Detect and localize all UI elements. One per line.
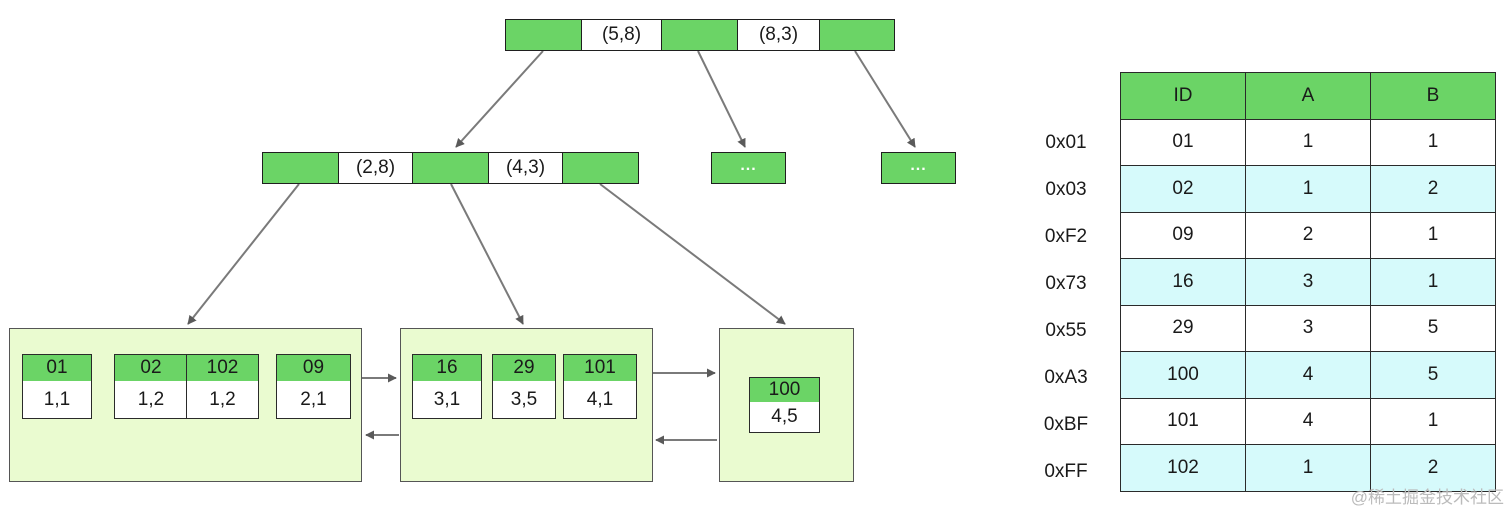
record-key: 101 [564,355,636,382]
leaf-record: 16 3,1 [412,354,482,419]
record-key: 02 [115,355,187,382]
table-cell: 1 [1370,397,1496,445]
record-value: 1,2 [115,381,187,418]
table-cell: 3 [1245,258,1371,306]
row-address: 0xBF [1043,414,1089,435]
table-cell: 1 [1370,211,1496,259]
table-row: 01 1 1 [1120,118,1496,166]
table-cell: 29 [1120,304,1246,352]
root-pointer-2 [662,20,738,50]
table-cell: 5 [1370,304,1496,352]
table-cell: 1 [1245,118,1371,166]
row-address: 0xFF [1044,461,1088,482]
table-cell: 4 [1245,397,1371,445]
leaf-record: 29 3,5 [492,354,556,419]
row-address: 0xA3 [1044,367,1088,388]
leaf-record: 09 2,1 [276,354,351,419]
row-address: 0xF2 [1044,226,1088,247]
root-node: (5,8) (8,3) [505,19,895,51]
root-pointer-1 [506,20,582,50]
record-key: 09 [277,355,350,382]
table-cell: 02 [1120,165,1246,213]
table-row: 100 4 5 [1120,351,1496,399]
record-value: 4,1 [564,381,636,418]
data-table: ID A B 01 1 1 02 1 2 09 2 1 16 3 1 29 3 … [1120,72,1496,492]
internal-key-1: (2,8) [339,153,413,183]
root-key-2: (8,3) [738,20,820,50]
table-cell: 101 [1120,397,1246,445]
internal-to-leaf2-arrow [450,183,524,325]
record-value: 3,1 [413,381,481,418]
root-key-1: (5,8) [582,20,662,50]
column-header: B [1370,72,1496,120]
record-key: 100 [750,378,819,403]
column-header: A [1245,72,1371,120]
row-address: 0x03 [1045,179,1087,200]
leaf-record: 01 1,1 [22,354,92,419]
table-cell: 100 [1120,351,1246,399]
table-cell: 1 [1370,258,1496,306]
table-cell: 09 [1120,211,1246,259]
record-key: 16 [413,355,481,382]
record-value: 3,5 [493,381,555,418]
internal-to-leaf1-arrow [187,183,300,325]
internal-pointer-2 [413,153,489,183]
root-to-collapsed-1-arrow [697,50,746,148]
table-cell: 2 [1245,211,1371,259]
row-address: 0x55 [1045,320,1087,341]
table-row: 02 1 2 [1120,165,1496,213]
leaf-record: 100 4,5 [749,377,820,433]
record-value: 2,1 [277,381,350,418]
table-cell: 1 [1370,118,1496,166]
collapsed-node-1-label: ... [740,157,757,174]
record-value: 1,2 [187,381,258,418]
record-key: 102 [187,355,258,382]
table-cell: 4 [1245,351,1371,399]
table-row: 16 3 1 [1120,258,1496,306]
root-to-internal-arrow [455,50,544,148]
leaf-record: 101 4,1 [563,354,637,419]
record-divider [186,355,187,418]
record-value: 4,5 [750,402,819,432]
table-row: 29 3 5 [1120,304,1496,352]
record-key: 01 [23,355,91,382]
table-row: 102 1 2 [1120,444,1496,492]
collapsed-node-1: ... [711,152,786,184]
internal-pointer-3 [563,153,638,183]
collapsed-node-2: ... [881,152,956,184]
table-cell: 2 [1370,444,1496,492]
table-cell: 01 [1120,118,1246,166]
table-header-row: ID A B [1120,72,1496,120]
table-row: 09 2 1 [1120,211,1496,259]
column-header: ID [1120,72,1246,120]
watermark: @稀土掘金技术社区 [1350,488,1504,507]
record-key: 29 [493,355,555,382]
table-cell: 2 [1370,165,1496,213]
root-pointer-3 [820,20,894,50]
table-cell: 5 [1370,351,1496,399]
internal-key-2: (4,3) [489,153,563,183]
table-cell: 1 [1245,165,1371,213]
internal-node: (2,8) (4,3) [262,152,639,184]
row-address: 0x73 [1045,273,1087,294]
table-cell: 1 [1245,444,1371,492]
record-value: 1,1 [23,381,91,418]
internal-to-leaf3-arrow [599,183,786,325]
table-cell: 16 [1120,258,1246,306]
table-cell: 102 [1120,444,1246,492]
row-address: 0x01 [1045,132,1087,153]
table-row: 101 4 1 [1120,397,1496,445]
collapsed-node-2-label: ... [910,157,927,174]
internal-pointer-1 [263,153,339,183]
leaf-record-group: 02 1,2 102 1,2 [114,354,259,419]
root-to-collapsed-2-arrow [854,50,916,148]
table-cell: 3 [1245,304,1371,352]
